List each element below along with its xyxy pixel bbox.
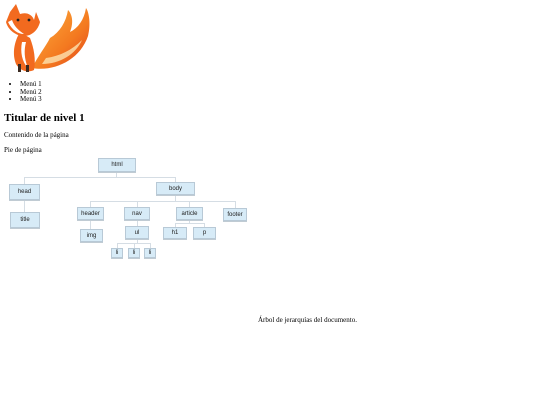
tree-connector: [137, 201, 138, 207]
tree-connector: [117, 243, 118, 248]
tree-connector: [150, 243, 151, 248]
tree-node-title: title: [10, 212, 40, 228]
tree-connector: [175, 195, 176, 201]
fox-logo-icon: [6, 4, 90, 72]
tree-connector: [90, 201, 91, 207]
tree-connector: [175, 223, 176, 227]
tree-connector: [189, 201, 190, 207]
menu-item[interactable]: Menú 3: [20, 96, 42, 104]
tree-node-header: header: [77, 207, 104, 220]
page-footer: Pie de página: [4, 146, 42, 154]
menu-item[interactable]: Menú 1: [20, 80, 42, 89]
tree-node-body: body: [156, 182, 195, 195]
tree-node-li: li: [144, 248, 156, 258]
tree-connector: [235, 201, 236, 208]
tree-node-article: article: [176, 207, 203, 220]
figure-caption: Árbol de jerarquías del documento.: [258, 316, 357, 324]
tree-node-img: img: [80, 229, 103, 242]
tree-node-li: li: [128, 248, 140, 258]
tree-node-ul: ul: [125, 226, 149, 239]
menu-item[interactable]: Menú 2: [20, 88, 42, 97]
tree-node-li: li: [111, 248, 123, 258]
nav-menu: Menú 1 Menú 2 Menú 3: [8, 80, 42, 104]
tree-node-head: head: [9, 184, 40, 200]
tree-node-footer: footer: [223, 208, 247, 221]
tree-connector: [137, 239, 138, 243]
tree-node-html: html: [98, 158, 136, 172]
tree-connector: [189, 220, 190, 223]
tree-connector: [137, 220, 138, 226]
tree-connector: [134, 243, 135, 248]
tree-connector: [24, 177, 176, 178]
tree-connector: [175, 223, 205, 224]
tree-connector: [90, 201, 235, 202]
tree-node-p: p: [193, 227, 216, 239]
tree-connector: [24, 200, 25, 212]
tree-node-h1: h1: [163, 227, 187, 239]
tree-connector: [175, 177, 176, 182]
tree-node-nav: nav: [124, 207, 150, 220]
page-content: Contenido de la página: [4, 131, 69, 139]
tree-connector: [204, 223, 205, 227]
tree-connector: [116, 172, 117, 178]
tree-connector: [24, 177, 25, 184]
page-title: Titular de nivel 1: [4, 112, 85, 124]
tree-connector: [90, 220, 91, 229]
